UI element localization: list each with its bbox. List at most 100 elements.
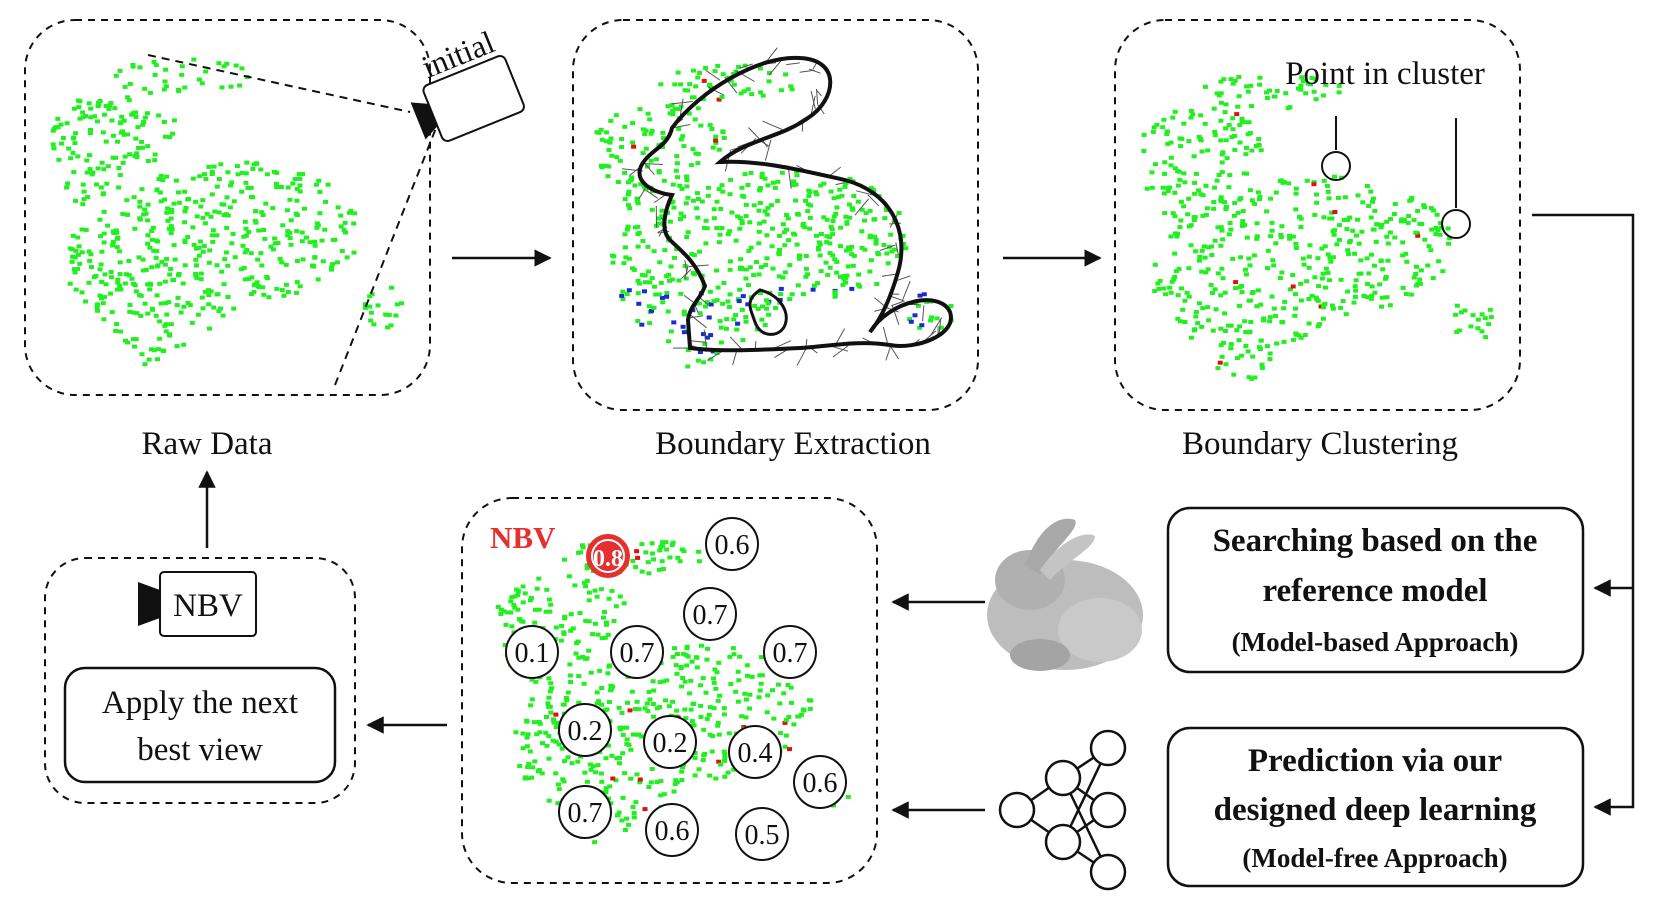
point: [172, 257, 178, 262]
point: [711, 207, 717, 212]
point: [200, 215, 206, 220]
point: [1202, 121, 1208, 126]
point: [156, 177, 162, 181]
point: [285, 185, 291, 190]
point: [572, 583, 578, 588]
point: [169, 207, 175, 212]
point: [830, 232, 836, 237]
point: [1327, 255, 1333, 260]
normal-line: [882, 326, 889, 346]
point: [617, 725, 623, 730]
point: [85, 195, 91, 199]
point: [1179, 286, 1184, 291]
point: [110, 240, 116, 244]
point: [245, 186, 251, 190]
normal-line: [732, 350, 738, 366]
point: [739, 714, 745, 719]
point: [603, 790, 609, 795]
point: [679, 547, 685, 552]
point: [129, 276, 135, 281]
point: [225, 213, 231, 218]
point: [603, 786, 609, 791]
point: [748, 170, 754, 175]
point: [281, 293, 287, 298]
point: [1327, 278, 1332, 283]
point: [664, 291, 670, 295]
point: [710, 734, 716, 738]
point: [235, 172, 241, 177]
point: [634, 549, 640, 554]
point: [656, 216, 662, 221]
point: [110, 133, 116, 138]
point: [722, 758, 727, 763]
point: [161, 349, 167, 354]
point: [806, 698, 812, 703]
point: [808, 203, 814, 208]
point: [652, 284, 657, 289]
point: [161, 120, 167, 124]
normal-line: [901, 280, 911, 301]
point: [642, 289, 647, 294]
point: [633, 565, 639, 570]
point: [72, 255, 78, 260]
point: [838, 225, 844, 230]
point: [735, 214, 741, 219]
point: [754, 260, 759, 264]
point: [609, 753, 615, 758]
point: [385, 325, 391, 330]
point: [218, 306, 223, 311]
point: [1247, 263, 1253, 268]
point: [1200, 213, 1206, 218]
point: [106, 106, 112, 111]
point: [1172, 275, 1178, 279]
point: [1378, 258, 1384, 263]
point: [787, 263, 793, 268]
point: [1325, 252, 1331, 257]
point: [147, 245, 153, 250]
point: [167, 332, 172, 337]
point: [234, 164, 240, 169]
point: [215, 292, 221, 297]
point: [1198, 113, 1204, 118]
point: [622, 124, 628, 129]
point: [713, 776, 719, 781]
point: [532, 607, 538, 612]
point: [1298, 281, 1304, 286]
point: [705, 185, 711, 190]
point: [219, 269, 225, 274]
point: [294, 186, 300, 191]
point: [626, 203, 631, 208]
point: [525, 765, 531, 770]
point: [674, 247, 680, 252]
point: [209, 233, 215, 238]
point: [644, 701, 650, 706]
model-free-line2: designed deep learning: [1214, 792, 1537, 828]
point: [1413, 271, 1419, 276]
point: [216, 61, 222, 66]
point: [1352, 251, 1358, 256]
point: [829, 227, 835, 232]
point: [140, 145, 146, 150]
point: [698, 683, 703, 688]
point: [1199, 269, 1205, 274]
point: [193, 273, 199, 278]
point: [635, 278, 641, 283]
point: [1193, 171, 1199, 176]
point: [682, 88, 688, 93]
point: [1320, 316, 1326, 321]
point: [263, 201, 269, 206]
point: [1191, 218, 1197, 223]
point: [520, 584, 526, 589]
raw-point-cloud: [50, 57, 404, 367]
point: [778, 292, 784, 297]
point: [682, 263, 688, 268]
point: [619, 818, 625, 823]
point: [246, 230, 252, 234]
point: [766, 71, 772, 75]
point: [164, 256, 170, 261]
point: [58, 122, 64, 127]
point: [1163, 292, 1169, 297]
point: [283, 282, 289, 287]
point: [1298, 225, 1304, 229]
point: [255, 257, 261, 262]
